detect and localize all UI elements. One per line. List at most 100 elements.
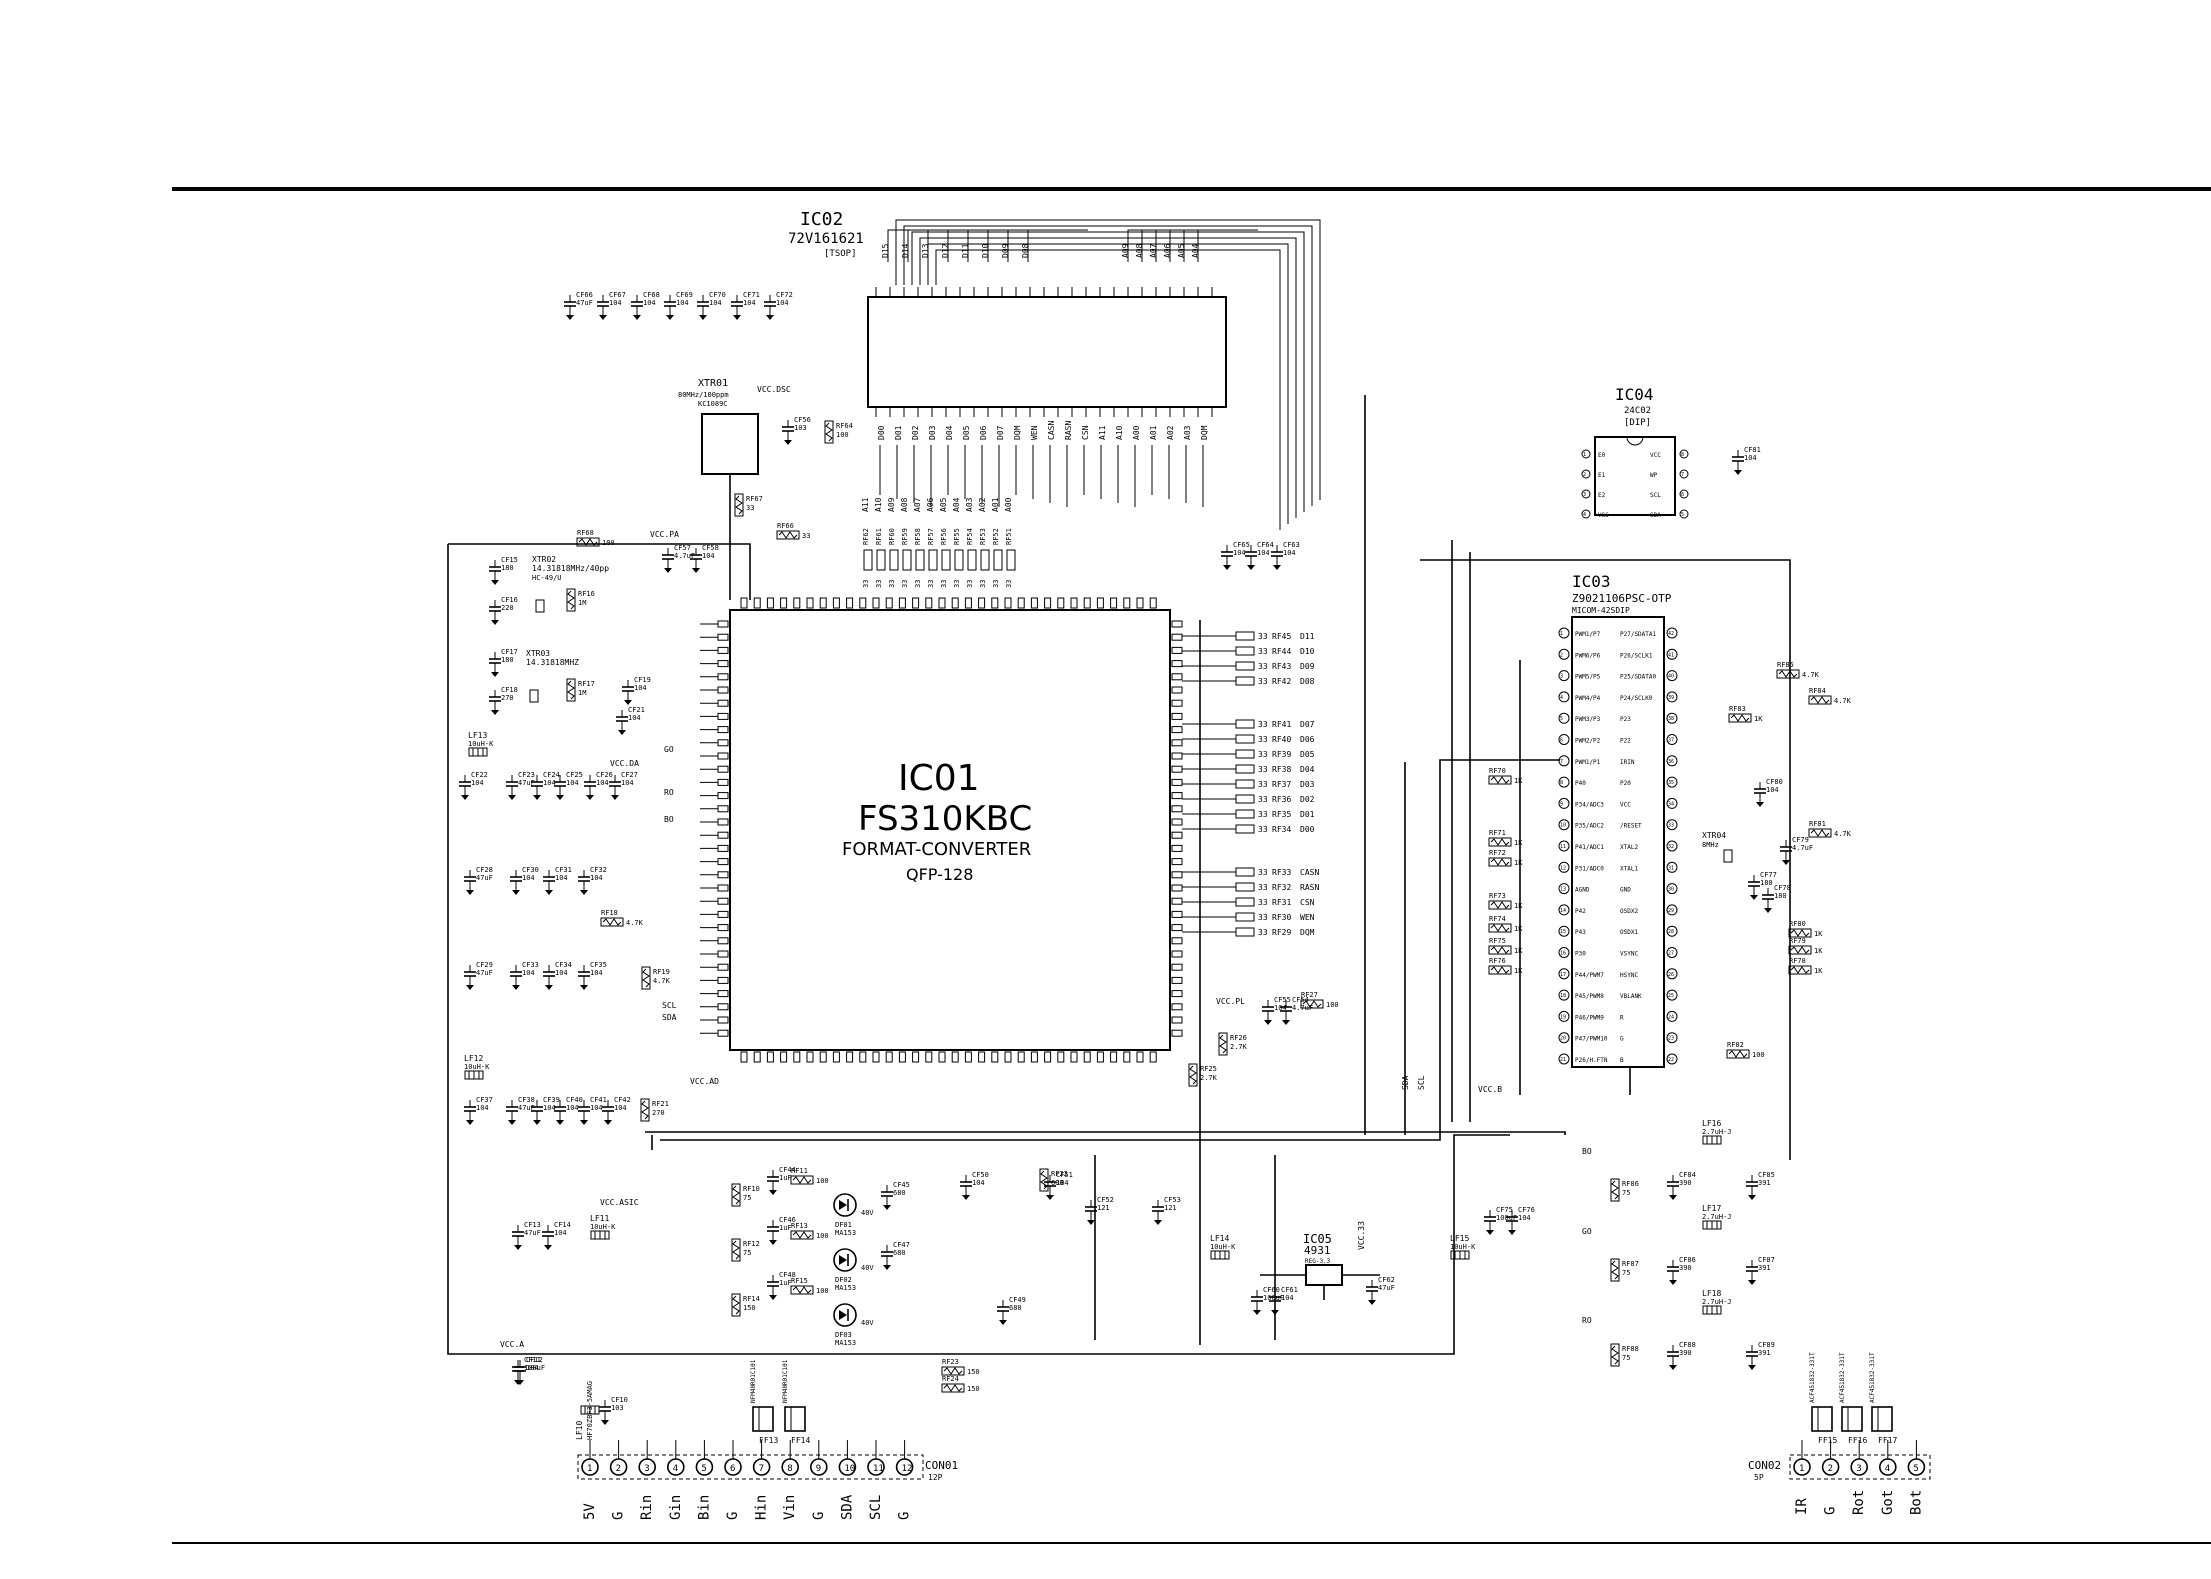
ground-icon — [491, 620, 499, 625]
inductor-value: 10uH-K — [468, 740, 494, 748]
ic02-bottom-label: CASN — [1047, 421, 1056, 440]
ic03-pin-num: 8 — [1560, 780, 1563, 786]
ic01-function: FORMAT-CONVERTER — [842, 839, 1031, 860]
ic01-series-resistor — [1235, 912, 1255, 922]
resistor-ref: RF71 — [1489, 829, 1506, 837]
ic03-pin-name: OSDX1 — [1620, 929, 1638, 936]
ic01-series-resistor — [1235, 794, 1255, 804]
ground-icon — [1282, 1020, 1290, 1025]
ic03-pin-num: 21 — [1560, 1057, 1566, 1063]
ic01-pin — [1110, 1051, 1118, 1063]
ic01-pin — [1057, 1051, 1065, 1063]
ic03-pin-name: G — [1620, 1036, 1624, 1043]
con02-pin-label: Rot — [1851, 1490, 1867, 1515]
capacitor-ref: CF72 — [776, 291, 793, 299]
ic02-bottom-label: WEN — [1030, 425, 1039, 440]
resistor-body — [1808, 695, 1832, 705]
ic01-series-ref: RF37 — [1272, 780, 1291, 789]
resistor-value: 4.7K — [1802, 671, 1820, 679]
resistor-value: 33 — [802, 532, 810, 540]
ic01-pin — [1171, 805, 1183, 813]
ic01-pin — [1171, 924, 1183, 932]
con01-pin-num: 12 — [902, 1464, 913, 1474]
ic01-top-ref: RF54 — [966, 528, 974, 545]
capacitor-value: 100uF — [1496, 1214, 1517, 1222]
capacitor-ref: CF70 — [709, 291, 726, 299]
capacitor-value: 104 — [614, 1104, 627, 1112]
ic01-pin — [951, 1051, 959, 1063]
ground-icon — [1273, 565, 1281, 570]
ic01-pin — [1136, 597, 1144, 609]
ic01-series-ref: RF30 — [1272, 913, 1291, 922]
ic01-pin — [912, 597, 920, 609]
ic01-series-val: 33 — [1258, 735, 1268, 744]
ic02-top-label: D09 — [1001, 243, 1010, 258]
ic03-pin-num: 25 — [1668, 993, 1674, 999]
capacitor-value: 391 — [1758, 1264, 1771, 1272]
resistor-ref: RF27 — [1301, 991, 1318, 999]
ic02-package: [TSOP] — [824, 249, 857, 259]
con01-pin-label: G — [897, 1512, 913, 1520]
resistor-value: 1K — [1754, 715, 1763, 723]
ic03-pin-num: 14 — [1560, 908, 1566, 914]
ic01-series-net: WEN — [1300, 913, 1315, 922]
ic01-pin — [872, 1051, 880, 1063]
ic01-pin — [1171, 844, 1183, 852]
ic03-pin — [1666, 1053, 1678, 1065]
ic02-bottom-label: A03 — [1183, 425, 1192, 440]
capacitor-ref: CF88 — [1679, 1341, 1696, 1349]
capacitor-ref: CF71 — [743, 291, 760, 299]
ground-icon — [545, 890, 553, 895]
capacitor-ref: CF37 — [476, 1096, 493, 1104]
con02-pin-num: 5 — [1913, 1464, 1918, 1474]
capacitor-value: 180 — [501, 656, 514, 664]
ic03-pin-num: 20 — [1560, 1036, 1566, 1042]
inductor-ref: LF14 — [1210, 1234, 1229, 1243]
ic01-series-net: D02 — [1300, 795, 1315, 804]
capacitor-ref: CF46 — [779, 1216, 796, 1224]
resistor-zigzag — [1490, 838, 1510, 846]
capacitor-value: 121 — [1097, 1204, 1110, 1212]
ic01-top-net: A04 — [952, 497, 961, 512]
ic03-pin — [1558, 925, 1570, 937]
ic01-series-resistor — [1235, 824, 1255, 834]
ic01-series-resistor — [1235, 897, 1255, 907]
ic03-pin-name: VCC — [1620, 801, 1631, 808]
capacitor-ref: CF13 — [524, 1221, 541, 1229]
resistor-zigzag — [1490, 901, 1510, 909]
ic05-ref: IC05 — [1303, 1232, 1332, 1246]
ic01-top-net: A01 — [991, 497, 1000, 512]
ic01-series-val: 33 — [1258, 677, 1268, 686]
ic04-package: [DIP] — [1624, 418, 1651, 428]
ground-icon — [611, 795, 619, 800]
resistor-zigzag — [567, 590, 575, 610]
resistor-ref: RF70 — [1489, 767, 1506, 775]
ic01-pin — [740, 597, 748, 609]
resistor-zigzag — [1611, 1260, 1619, 1280]
capacitor-ref: CF51 — [1056, 1171, 1073, 1179]
capacitor-ref: CF42 — [614, 1096, 631, 1104]
resistor-zigzag — [641, 1100, 649, 1120]
capacitor-ref: CF24 — [543, 771, 560, 779]
ic04-pin — [1679, 489, 1689, 499]
ic03-pin-name: GND — [1620, 887, 1631, 894]
ic01-pin — [964, 597, 972, 609]
ic03-sub: MICOM-42SDIP — [1572, 606, 1630, 615]
resistor-ref: RF85 — [1777, 661, 1794, 669]
resistor-body — [1726, 1049, 1750, 1059]
capacitor-value: 390 — [1679, 1349, 1692, 1357]
ic01-pin — [717, 633, 729, 641]
